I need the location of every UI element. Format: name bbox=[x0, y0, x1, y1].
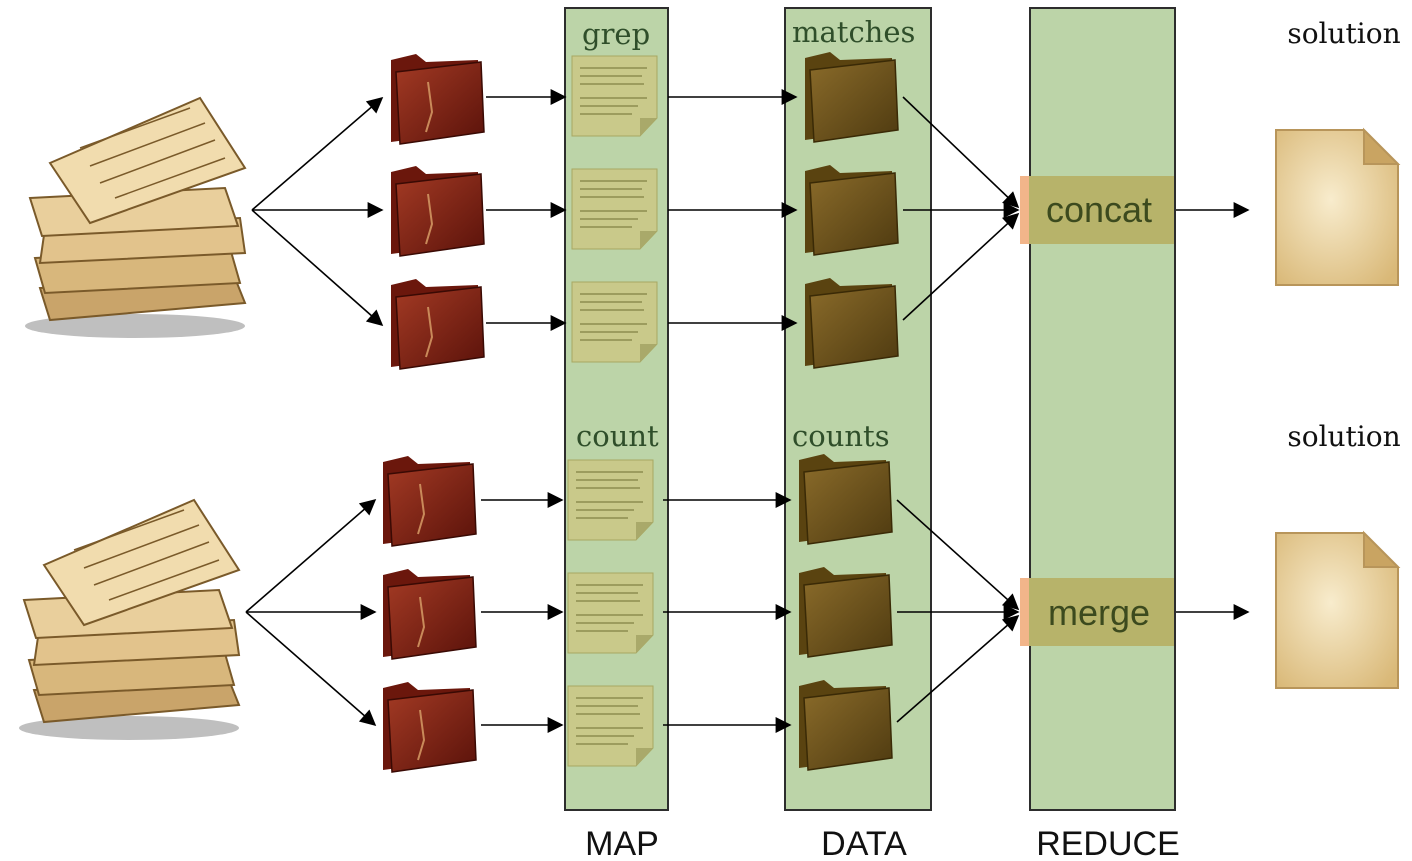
paper-stack-icon bbox=[19, 498, 241, 740]
output-arrows bbox=[1176, 202, 1250, 620]
reduce-arrows bbox=[896, 96, 1020, 723]
data-name-label: matches bbox=[792, 15, 915, 49]
document-icon bbox=[1275, 530, 1401, 689]
data-name-label: counts bbox=[792, 419, 890, 453]
folder-icon bbox=[799, 454, 893, 545]
emit-arrows bbox=[663, 89, 798, 733]
split-arrows bbox=[245, 96, 384, 727]
reduce-op-label: concat bbox=[1046, 189, 1152, 230]
folder-icon bbox=[391, 166, 485, 257]
folder-icon bbox=[383, 682, 477, 773]
note-icon bbox=[571, 168, 658, 250]
folder-icon bbox=[805, 165, 899, 256]
folder-icon bbox=[805, 278, 899, 369]
map-column-label: MAP bbox=[585, 825, 659, 861]
note-icon bbox=[567, 459, 654, 541]
note-icon bbox=[571, 281, 658, 363]
map-op-label: grep bbox=[582, 17, 650, 51]
folder-icon bbox=[391, 54, 485, 145]
note-icon bbox=[567, 572, 654, 654]
data-column-label: DATA bbox=[821, 825, 907, 861]
reduce-column-label: REDUCE bbox=[1036, 825, 1180, 861]
note-icon bbox=[567, 685, 654, 767]
paper-stack-icon bbox=[25, 96, 247, 338]
reduce-op-box: merge bbox=[1020, 578, 1174, 646]
note-icon bbox=[571, 55, 658, 137]
solution-label: solution bbox=[1287, 17, 1400, 50]
document-icon bbox=[1275, 127, 1401, 286]
reduce-column bbox=[1029, 7, 1176, 811]
map-op-label: count bbox=[576, 419, 659, 453]
folder-icon bbox=[383, 569, 477, 660]
folder-icon bbox=[799, 567, 893, 658]
map-column bbox=[564, 7, 669, 811]
folder-icon bbox=[391, 279, 485, 370]
folder-icon bbox=[383, 456, 477, 547]
folder-icon bbox=[805, 52, 899, 143]
reduce-op-box: concat bbox=[1020, 176, 1174, 244]
data-column bbox=[784, 7, 932, 811]
reduce-op-label: merge bbox=[1048, 592, 1150, 633]
solution-label: solution bbox=[1287, 420, 1400, 453]
map-arrows bbox=[481, 89, 567, 733]
folder-icon bbox=[799, 680, 893, 771]
